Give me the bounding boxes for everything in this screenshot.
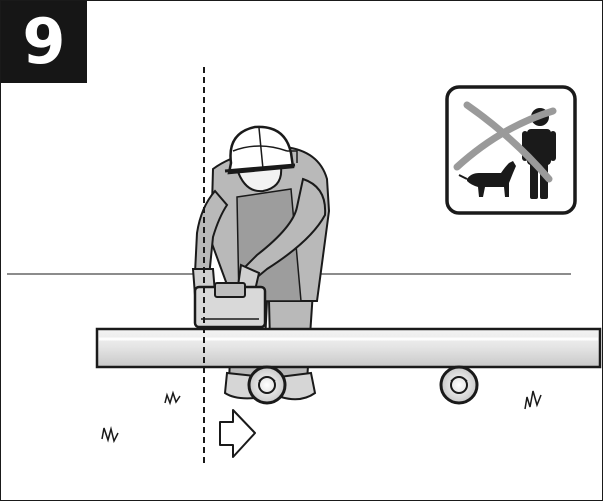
dog-icon [458,161,516,197]
no-persons-or-animals-icon [445,85,577,215]
arrow-right-icon [219,409,256,458]
worker-head [224,125,298,193]
grass-tuft-icon [524,390,542,410]
step-number: 9 [22,5,66,78]
grass-tuft-icon [101,426,119,444]
grass-tuft-icon [164,390,181,406]
prohibition-cross [453,101,557,183]
power-tool [193,282,267,329]
step-number-badge: 9 [1,1,87,83]
beam [95,327,602,369]
roller-right [439,365,479,405]
roller-left [247,365,287,405]
